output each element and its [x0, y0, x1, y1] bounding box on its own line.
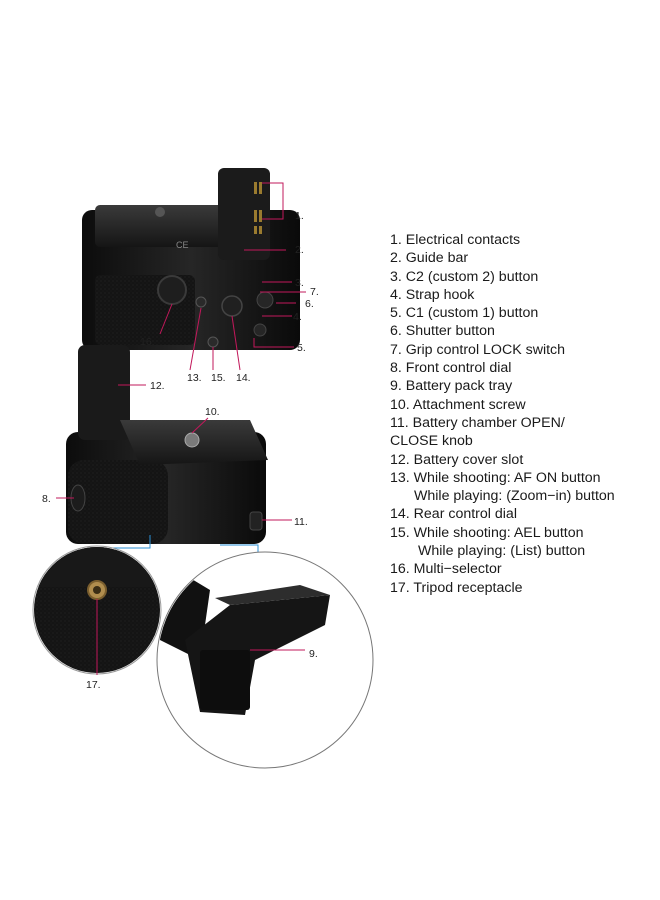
- legend-item: 6. Shutter button: [390, 323, 495, 340]
- callout-16: 16.: [140, 336, 155, 348]
- callout-14: 14.: [236, 372, 251, 384]
- callout-9: 9.: [309, 648, 318, 660]
- callout-4: 4.: [293, 311, 302, 323]
- electrical-contacts: [254, 182, 262, 234]
- callout-11: 11.: [294, 516, 308, 528]
- grip-rear-top-plate: [95, 205, 223, 247]
- callout-numbers: 1. 2. 3. 7. 6. 4. 5. 16. 13. 15. 14. 12.…: [42, 210, 319, 691]
- legend-item: 16. Multi−selector: [390, 561, 502, 578]
- callout-13: 13.: [187, 372, 202, 384]
- af-on-button: [195, 296, 207, 308]
- legend-item-line2: While playing: (List) button: [418, 543, 586, 560]
- battery-chamber-knob: [249, 511, 263, 531]
- legend-item: 9. Battery pack tray: [390, 378, 513, 395]
- legend-item: 1. Electrical contacts: [390, 232, 521, 248]
- shutter-button-rear: [256, 291, 274, 309]
- grip-front-view: [66, 345, 268, 544]
- ael-button: [207, 336, 219, 348]
- legend-item: 12. Battery cover slot: [390, 451, 524, 468]
- legend-item: 5. C1 (custom 1) button: [390, 305, 539, 322]
- legend-item: 11. Battery chamber OPEN/CLOSE knob: [390, 414, 650, 451]
- callout-8: 8.: [42, 493, 51, 505]
- callout-6: 6.: [305, 298, 314, 310]
- c1-button-rear: [253, 323, 267, 337]
- rear-control-dial: [221, 295, 243, 317]
- tripod-screw-rear: [155, 207, 165, 217]
- grip-rear-view: CE: [82, 168, 300, 350]
- legend-item: 7. Grip control LOCK switch: [390, 341, 566, 358]
- legend-item: 3. C2 (custom 2) button: [390, 268, 539, 285]
- callout-7: 7.: [310, 286, 319, 298]
- callout-1: 1.: [295, 210, 304, 222]
- multi-selector-knob: [157, 275, 187, 305]
- callout-12: 12.: [150, 380, 165, 392]
- legend-item: 14. Rear control dial: [390, 506, 517, 523]
- callout-17: 17.: [86, 679, 101, 691]
- attachment-screw: [184, 432, 200, 448]
- leader-lines: [56, 182, 306, 675]
- parts-legend: 1. Electrical contacts 2. Guide bar 3. C…: [390, 231, 650, 597]
- legend-item-line2: While playing: (Zoom−in) button: [414, 488, 615, 505]
- legend-item: 8. Front control dial: [390, 360, 512, 377]
- battery-contacts-block: [218, 168, 270, 260]
- callout-5: 5.: [297, 342, 306, 354]
- legend-item: 2. Guide bar: [390, 250, 469, 267]
- grip-handle: [68, 460, 168, 544]
- legend-item: 4. Strap hook: [390, 286, 475, 303]
- product-marking: CE: [176, 240, 189, 250]
- battery-insert: [78, 345, 130, 440]
- legend-item: 17. Tripod receptacle: [390, 579, 523, 596]
- legend-item: 10. Attachment screw: [390, 396, 526, 413]
- legend-item-line2: CLOSE knob: [390, 433, 473, 450]
- tray-detail-circle: [156, 551, 374, 769]
- callout-15: 15.: [211, 372, 226, 384]
- callout-2: 2.: [295, 244, 304, 256]
- callout-10: 10.: [205, 406, 220, 418]
- callout-3: 3.: [295, 277, 304, 289]
